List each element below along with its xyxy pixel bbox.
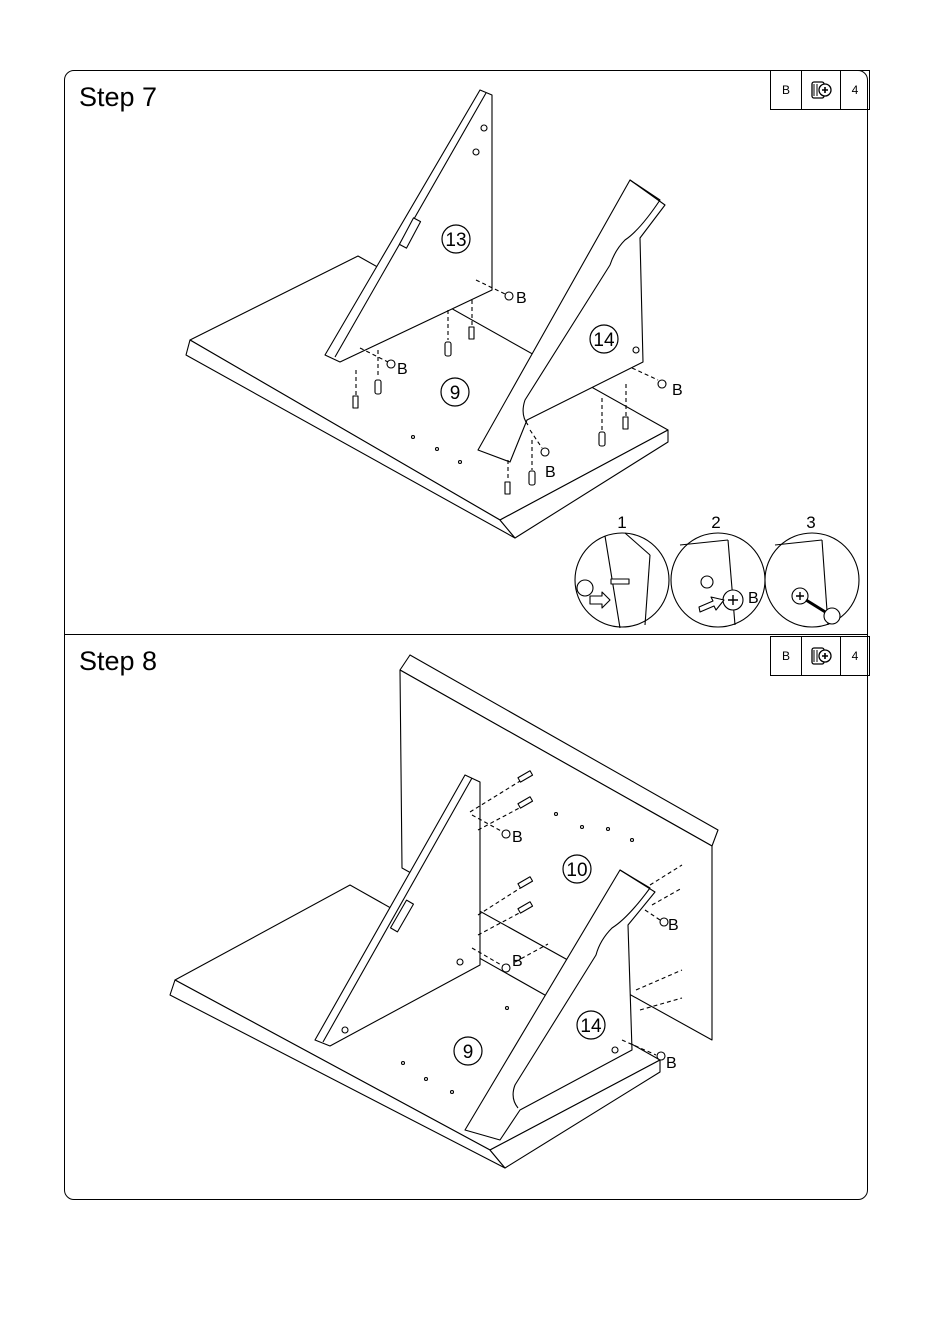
step-7-detail-3	[765, 533, 859, 627]
part-number-9: 9	[450, 383, 461, 404]
fastener-label: B	[512, 953, 523, 970]
fastener-label: B	[516, 290, 527, 307]
fastener-label: B	[672, 382, 683, 399]
fastener-label: B	[545, 464, 556, 481]
detail-step-3: 3	[806, 513, 815, 532]
step-7-detail-2	[671, 533, 765, 627]
part-number-13: 13	[445, 230, 466, 251]
fastener-label: B	[668, 917, 679, 934]
part-number-14: 14	[593, 330, 615, 351]
detail-step-1: 1	[617, 513, 626, 532]
fastener-label: B	[666, 1055, 677, 1072]
fastener-label: B	[397, 361, 408, 378]
part-number-10: 10	[566, 860, 587, 881]
part-number-9: 9	[463, 1042, 474, 1063]
part-number-14: 14	[580, 1016, 602, 1037]
detail-step-2: 2	[711, 513, 720, 532]
detail-fastener-label: B	[748, 590, 759, 607]
step-7-detail-1	[575, 533, 669, 628]
fastener-label: B	[512, 829, 523, 846]
